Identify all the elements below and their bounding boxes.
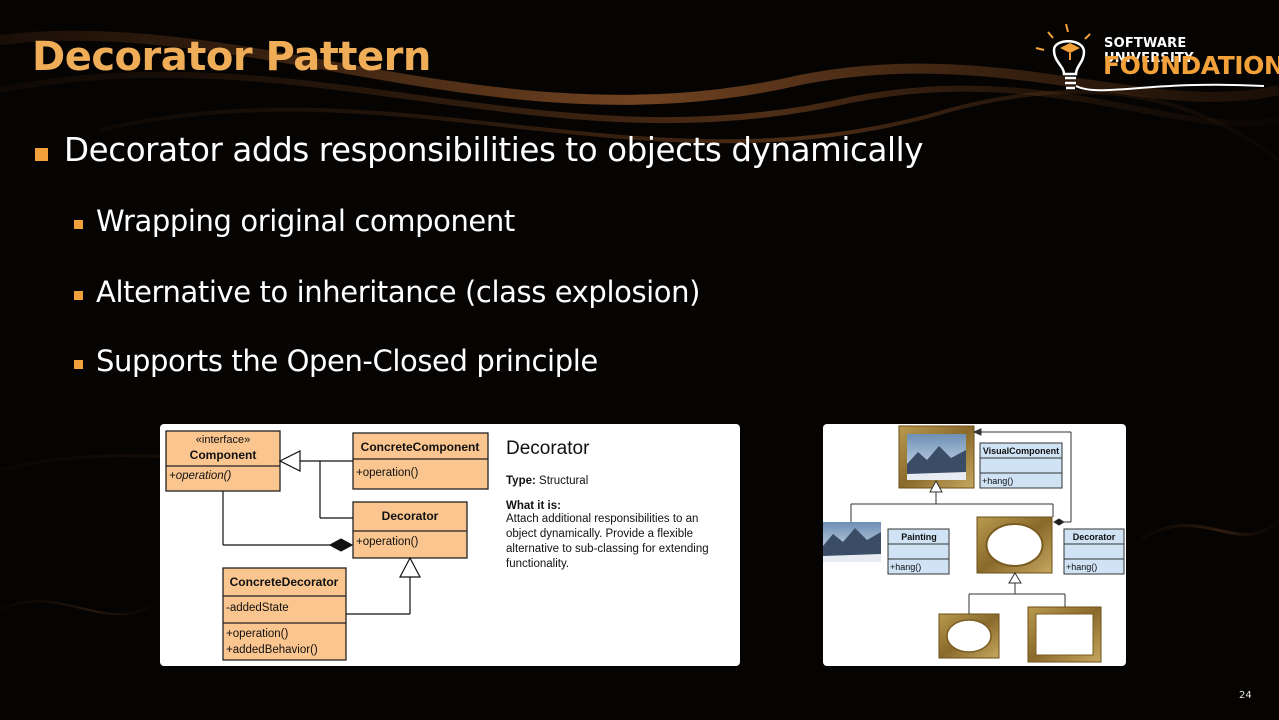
concrete-component-method: +operation() xyxy=(356,467,418,479)
description-title: Decorator xyxy=(506,438,590,459)
framed-painting-picture xyxy=(898,425,975,489)
painting-name: Painting xyxy=(901,532,937,542)
lightbulb-graduation-cap-icon xyxy=(1035,23,1265,92)
concrete-decorator-method1: +operation() xyxy=(226,628,288,640)
uml-diagram: «interface» Component +operation() Concr… xyxy=(165,430,489,661)
sub-bullet-text: Supports the Open-Closed principle xyxy=(96,344,598,378)
bullet-square-icon xyxy=(74,220,83,229)
oval-frame-picture xyxy=(976,516,1053,574)
example-decorator-method: +hang() xyxy=(1066,562,1097,572)
description-line: alternative to sub-classing for extendin… xyxy=(506,543,709,555)
description-type: Type: Structural xyxy=(506,475,734,487)
decorator-name: Decorator xyxy=(382,509,439,523)
rect-frame-picture xyxy=(1027,606,1102,663)
uml-relations xyxy=(222,450,421,615)
page-number: 24 xyxy=(1239,690,1252,701)
description-line: object dynamically. Provide a flexible xyxy=(506,528,694,540)
sub-bullet-text: Wrapping original component xyxy=(96,204,515,238)
concrete-decorator-name: ConcreteDecorator xyxy=(230,575,339,589)
component-stereotype: «interface» xyxy=(196,434,250,446)
type-value: Structural xyxy=(539,475,589,487)
main-bullet-text: Decorator adds responsibilities to objec… xyxy=(64,131,924,169)
component-method: +operation() xyxy=(169,470,231,482)
painting-picture xyxy=(823,522,881,562)
logo-line2: FOUNDATION xyxy=(1103,51,1279,80)
example-decorator-name: Decorator xyxy=(1073,532,1116,542)
logo-line1: SOFTWARE UNIVERSITY xyxy=(1104,36,1194,66)
bullet-square-icon xyxy=(35,148,48,161)
description-line: functionality. xyxy=(506,558,570,570)
oval-frame-small-picture xyxy=(938,613,1000,659)
concrete-component-name: ConcreteComponent xyxy=(361,440,480,454)
pattern-description: Decorator Type: Structural What it is: A… xyxy=(506,438,734,572)
visual-component-method: +hang() xyxy=(982,476,1013,486)
component-name: Component xyxy=(190,448,257,462)
decorator-method: +operation() xyxy=(356,536,418,548)
example-diagram-panel: VisualComponent +hang() Painting +hang()… xyxy=(823,424,1126,666)
bullet-square-icon xyxy=(74,291,83,300)
description-line: Attach additional responsibilities to an xyxy=(506,513,699,525)
what-label: What it is: xyxy=(506,500,561,512)
example-relations xyxy=(850,428,1072,614)
sub-bullet-text: Alternative to inheritance (class explos… xyxy=(96,275,701,309)
visual-component-name: VisualComponent xyxy=(983,446,1059,456)
uml-diagram-panel: «interface» Component +operation() Concr… xyxy=(160,424,740,666)
concrete-decorator-field: -addedState xyxy=(226,602,289,614)
concrete-decorator-method2: +addedBehavior() xyxy=(226,644,318,656)
example-diagram: VisualComponent +hang() Painting +hang()… xyxy=(823,425,1125,663)
painting-method: +hang() xyxy=(890,562,921,572)
bullet-square-icon xyxy=(74,360,83,369)
type-label: Type: xyxy=(506,475,536,487)
slide-title: Decorator Pattern xyxy=(32,34,431,80)
